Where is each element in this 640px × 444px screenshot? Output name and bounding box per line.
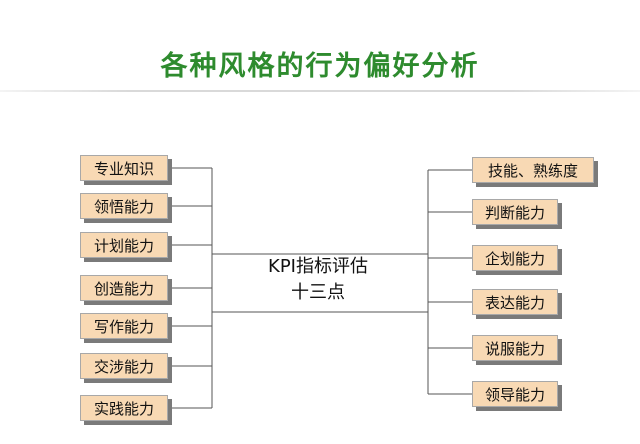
left-item-planning: 计划能力 [80, 232, 168, 258]
left-item-practice: 实践能力 [80, 395, 168, 421]
left-item-professional-knowledge: 专业知识 [80, 155, 168, 181]
center-label: KPI指标评估 十三点 [238, 254, 398, 306]
right-item-skill-proficiency: 技能、熟练度 [472, 157, 594, 183]
page-title: 各种风格的行为偏好分析 [160, 51, 480, 82]
center-label-line2: 十三点 [291, 282, 345, 303]
left-item-writing: 写作能力 [80, 313, 168, 339]
left-item-creativity: 创造能力 [80, 275, 168, 301]
left-item-comprehension: 领悟能力 [80, 193, 168, 219]
right-item-leadership: 领导能力 [472, 381, 558, 407]
title-divider [0, 90, 640, 92]
right-item-judgment: 判断能力 [472, 199, 558, 225]
center-label-line1: KPI指标评估 [268, 256, 368, 277]
right-item-persuasion: 说服能力 [472, 335, 558, 361]
right-item-expression: 表达能力 [472, 289, 558, 315]
right-item-planning: 企划能力 [472, 245, 558, 271]
left-item-negotiation: 交涉能力 [80, 353, 168, 379]
